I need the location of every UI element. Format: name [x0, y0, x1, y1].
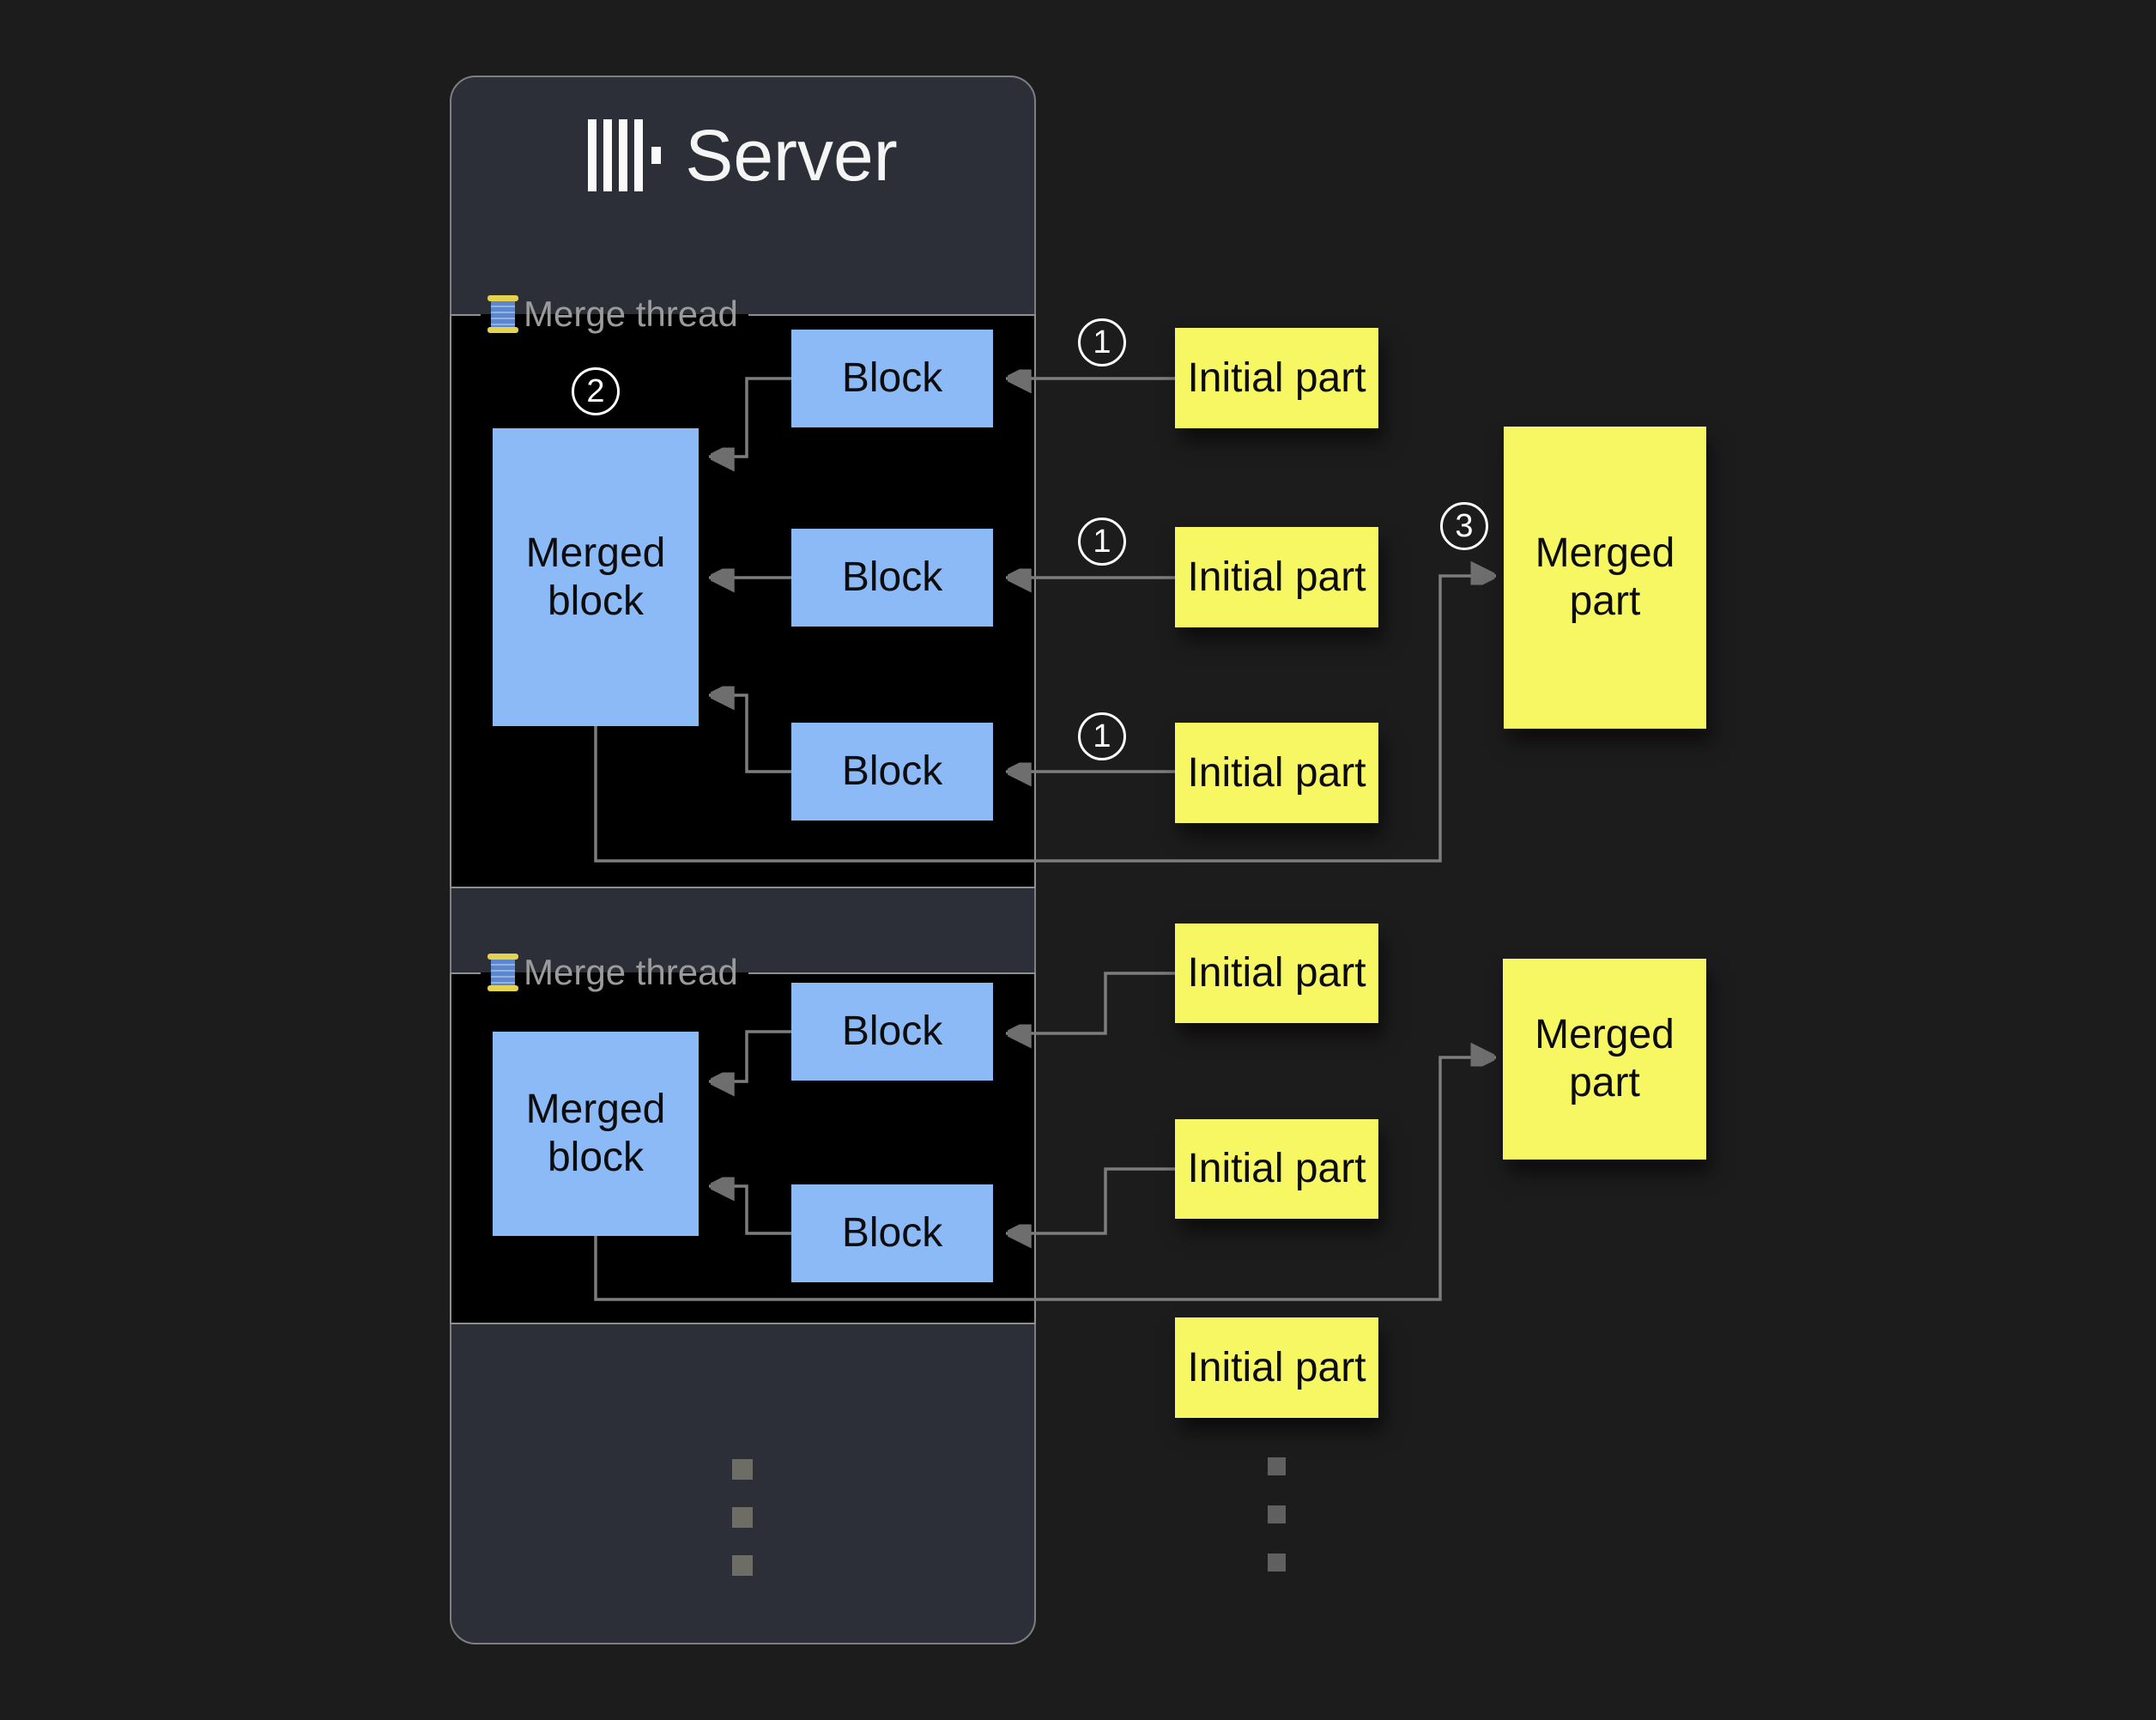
thread-spool-icon	[488, 295, 518, 333]
merge-thread-label: Merge thread	[524, 294, 738, 334]
block-1: Block	[791, 330, 993, 427]
block-4: Block	[791, 983, 993, 1081]
server-title: Server	[685, 115, 898, 196]
ellipsis-dot	[1268, 1505, 1286, 1523]
initial-part-4: Initial part	[1175, 924, 1378, 1023]
clickhouse-logo-icon	[588, 119, 662, 191]
ellipsis-dot	[732, 1555, 753, 1576]
initial-part-6: Initial part	[1175, 1317, 1378, 1418]
initial-part-1: Initial part	[1175, 328, 1378, 428]
merge-thread-legend-2: Merge thread	[481, 952, 748, 993]
step-badge-1a: 1	[1078, 318, 1126, 366]
logo-bar	[634, 119, 644, 191]
merge-thread-legend-1: Merge thread	[481, 294, 748, 335]
step-badge-2: 2	[572, 367, 620, 415]
ellipsis-dot	[732, 1507, 753, 1528]
step-badge-1b: 1	[1078, 518, 1126, 566]
logo-bar	[603, 119, 613, 191]
merged-block-1: Merged block	[493, 428, 699, 726]
step-badge-3: 3	[1440, 502, 1488, 550]
block-3: Block	[791, 723, 993, 821]
block-2: Block	[791, 529, 993, 627]
thread-spool-icon	[488, 954, 518, 991]
block-5: Block	[791, 1184, 993, 1282]
initial-part-3: Initial part	[1175, 723, 1378, 823]
merged-block-2: Merged block	[493, 1032, 699, 1236]
logo-dot	[651, 147, 662, 164]
initial-part-2: Initial part	[1175, 527, 1378, 627]
initial-part-5: Initial part	[1175, 1119, 1378, 1219]
step-badge-1c: 1	[1078, 712, 1126, 760]
logo-bar	[588, 119, 597, 191]
server-header: Server	[450, 105, 1036, 206]
ellipsis-dot	[1268, 1553, 1286, 1572]
logo-bar	[619, 119, 628, 191]
merge-thread-label: Merge thread	[524, 952, 738, 992]
ellipsis-dot	[1268, 1457, 1286, 1475]
merged-part-1: Merged part	[1504, 427, 1706, 729]
ellipsis-dot	[732, 1459, 753, 1480]
merged-part-2: Merged part	[1503, 959, 1706, 1160]
